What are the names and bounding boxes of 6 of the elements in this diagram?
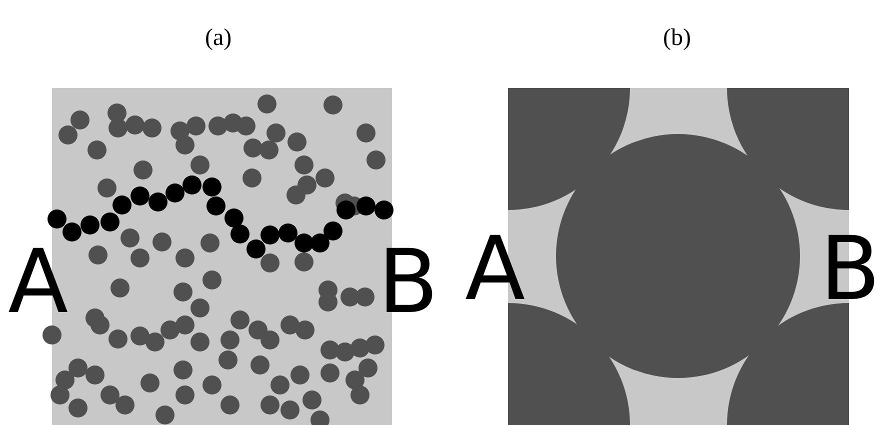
terminal-label: B (820, 225, 880, 313)
terminal-label: B (378, 238, 438, 326)
panel-label: (b) (663, 26, 691, 50)
terminal-label: A (465, 225, 526, 313)
terminal-label: A (8, 238, 68, 326)
panel-label: (a) (205, 26, 232, 50)
